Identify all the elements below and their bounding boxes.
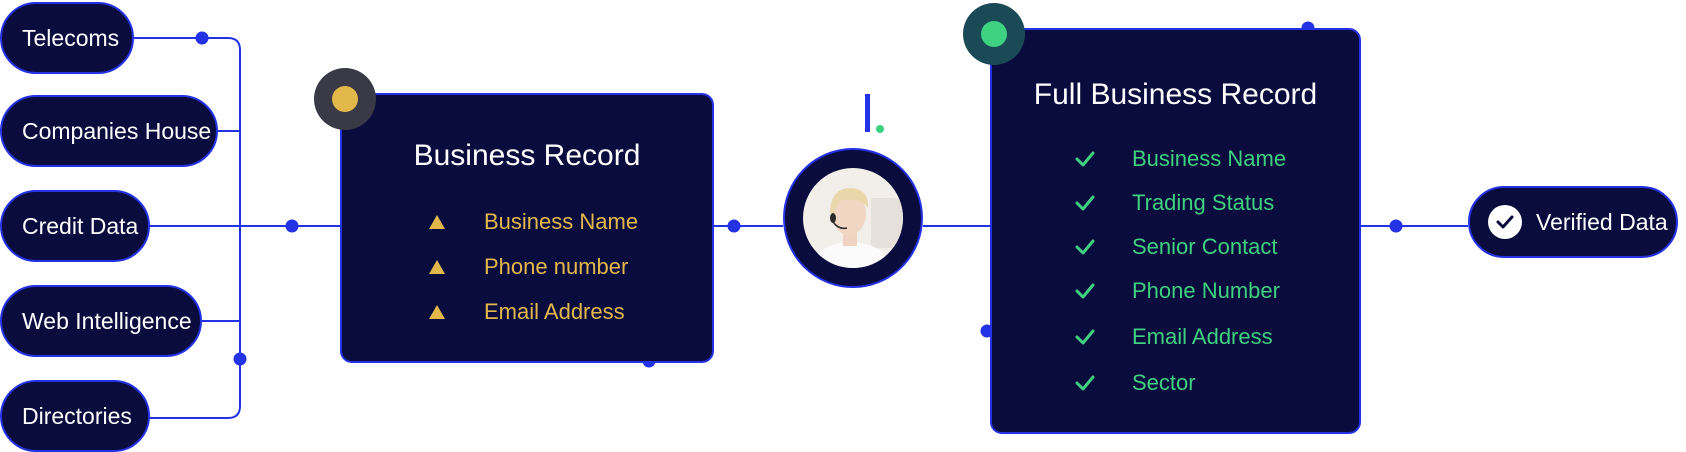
record-item: Senior Contact (1074, 234, 1278, 260)
check-icon (1075, 375, 1095, 391)
record-item: Trading Status (1074, 190, 1274, 216)
warning-triangle-icon (429, 260, 445, 274)
record-item: Email Address (426, 299, 625, 325)
record-item: Business Name (426, 209, 638, 235)
source-label: Companies House (22, 117, 212, 144)
record-item-label: Trading Status (1132, 190, 1275, 215)
status-dot (981, 21, 1007, 47)
source-label: Directories (22, 402, 132, 429)
connector-dot (1389, 219, 1403, 233)
record-item-label: Business Name (484, 209, 639, 234)
source-label: Telecoms (22, 24, 120, 51)
source-directories: Directories (0, 380, 150, 452)
status-badge-incomplete (314, 68, 376, 130)
card-title: Business Record (413, 139, 641, 172)
check-icon (1075, 283, 1095, 299)
record-item: Email Address (1074, 324, 1273, 350)
warning-triangle-icon (429, 305, 445, 319)
record-item: Phone number (426, 254, 628, 280)
connector-dot (233, 352, 247, 366)
record-item: Business Name (1074, 146, 1286, 172)
check-icon (1075, 195, 1095, 211)
agent-avatar (783, 148, 923, 288)
verified-data-output: Verified Data (1468, 186, 1678, 258)
record-item-label: Senior Contact (1132, 234, 1278, 259)
source-companies-house: Companies House (0, 95, 218, 167)
source-label: Web Intelligence (22, 307, 192, 334)
business-record-card: Business Record Business Name Phone numb… (340, 93, 714, 363)
record-item: Sector (1074, 370, 1196, 396)
record-item-label: Email Address (484, 299, 625, 324)
check-icon (1075, 329, 1095, 345)
record-item-label: Business Name (1132, 146, 1287, 171)
check-icon (1075, 151, 1095, 167)
source-telecoms: Telecoms (0, 2, 134, 74)
agent-photo (803, 168, 903, 268)
full-business-record-card: Full Business Record Business Name Tradi… (990, 28, 1361, 434)
record-item-label: Phone number (484, 254, 629, 279)
source-label: Credit Data (22, 212, 139, 239)
card-title: Full Business Record (1033, 78, 1318, 111)
connector-dot (727, 219, 741, 233)
record-item-label: Sector (1132, 370, 1196, 395)
check-icon (1075, 239, 1095, 255)
connector-dot (285, 219, 299, 233)
status-dot (332, 86, 358, 112)
brand-logo-mark (865, 94, 884, 133)
status-badge-complete (963, 3, 1025, 65)
connector-dot (195, 31, 209, 45)
record-item: Phone Number (1074, 278, 1280, 304)
source-credit-data: Credit Data (0, 190, 150, 262)
warning-triangle-icon (429, 215, 445, 229)
output-label: Verified Data (1536, 208, 1668, 235)
record-item-label: Phone Number (1132, 278, 1280, 303)
record-item-label: Email Address (1132, 324, 1273, 349)
source-web-intelligence: Web Intelligence (0, 285, 202, 357)
check-circle-icon (1488, 205, 1522, 239)
